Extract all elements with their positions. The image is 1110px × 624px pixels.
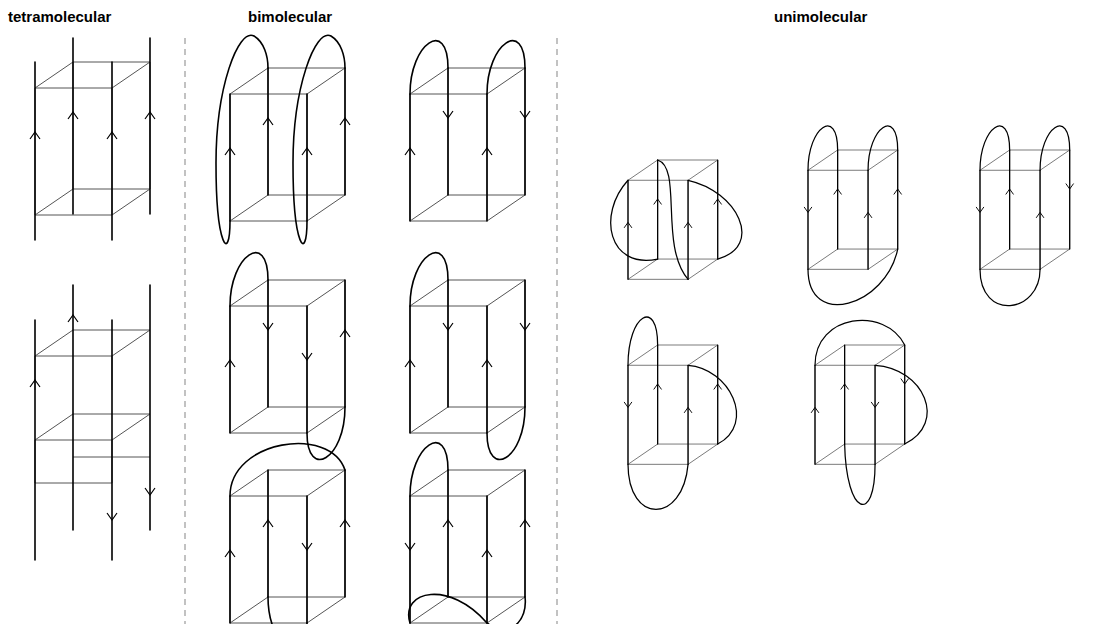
bimolecular-propeller — [405, 443, 530, 624]
section-heading: bimolecular — [246, 8, 334, 25]
unimolecular-basket — [804, 126, 902, 305]
separator-line — [556, 38, 557, 624]
bimolecular-diagonal-loops — [216, 35, 350, 243]
bimolecular-head-to-tail — [225, 253, 350, 460]
parallel-tetramolecular — [30, 38, 155, 240]
section-heading: unimolecular — [772, 8, 869, 25]
bimolecular-lateral-loops — [405, 41, 530, 221]
unimolecular-hybrid-2 — [811, 320, 927, 504]
unimolecular-chair — [976, 126, 1074, 306]
bimolecular-diagonal-top — [225, 444, 350, 624]
antiparallel-tetramolecular — [30, 285, 155, 560]
unimolecular-hybrid-1 — [624, 317, 736, 509]
separator-line — [184, 38, 185, 624]
bimolecular-mixed-loops — [405, 253, 530, 460]
unimolecular-parallel-propeller — [611, 160, 742, 279]
section-heading: tetramolecular — [6, 8, 113, 25]
